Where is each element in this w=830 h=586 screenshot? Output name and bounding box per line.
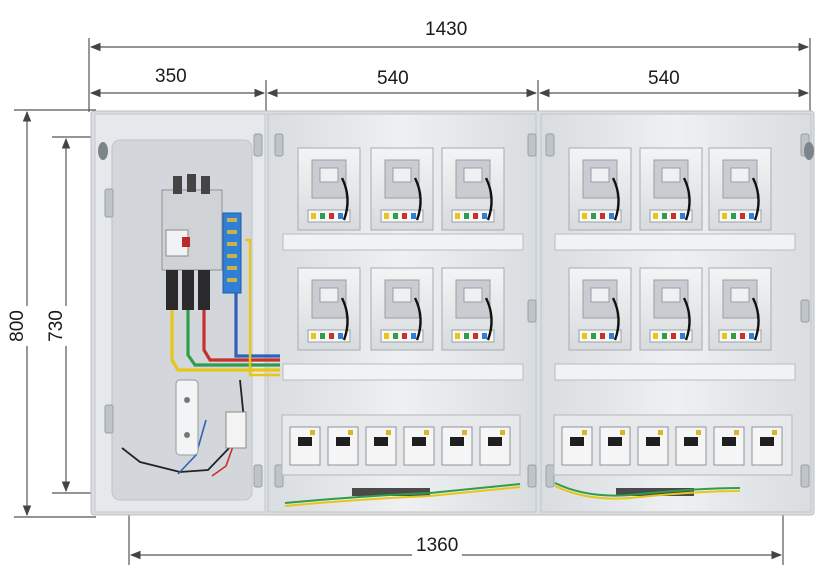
- main-breaker: [161, 174, 223, 310]
- circuit-breaker: [479, 426, 511, 466]
- meter-shelf: [554, 233, 796, 251]
- dimension-mounting-width: 1360: [412, 535, 463, 557]
- circuit-breaker: [289, 426, 321, 466]
- dimension-overall-width: 1430: [421, 19, 472, 41]
- meter-socket: [370, 147, 434, 231]
- circuit-breaker: [599, 426, 631, 466]
- circuit-breaker: [403, 426, 435, 466]
- ground-busbar-middle: [284, 483, 521, 507]
- meter-socket: [708, 147, 772, 231]
- breaker-layer: [281, 414, 793, 476]
- circuit-breaker: [713, 426, 745, 466]
- meter-socket: [297, 267, 361, 351]
- circuit-breaker: [561, 426, 593, 466]
- circuit-breaker: [327, 426, 359, 466]
- terminal-block: [222, 212, 242, 294]
- dimension-middle-section-width: 540: [373, 68, 413, 90]
- circuit-breaker: [441, 426, 473, 466]
- dimension-inner-height: 730: [45, 306, 68, 346]
- meter-socket: [568, 147, 632, 231]
- meter-shelf: [554, 363, 796, 381]
- dimension-left-section-width: 350: [151, 66, 191, 88]
- meter-socket: [568, 267, 632, 351]
- meter-socket: [708, 267, 772, 351]
- ground-busbar-right: [554, 482, 741, 500]
- circuit-breaker: [751, 426, 783, 466]
- meter-shelf: [282, 233, 524, 251]
- circuit-breaker: [365, 426, 397, 466]
- meter-socket: [370, 267, 434, 351]
- dimension-overall-height: 800: [6, 306, 29, 346]
- meter-socket: [639, 267, 703, 351]
- circuit-breaker: [675, 426, 707, 466]
- mounting-bracket: [175, 379, 247, 456]
- meter-socket: [639, 147, 703, 231]
- meter-socket: [297, 147, 361, 231]
- dimension-right-section-width: 540: [644, 68, 684, 90]
- circuit-breaker: [637, 426, 669, 466]
- meter-layer: [282, 147, 796, 381]
- meter-socket: [441, 147, 505, 231]
- meter-shelf: [282, 363, 524, 381]
- meter-socket: [441, 267, 505, 351]
